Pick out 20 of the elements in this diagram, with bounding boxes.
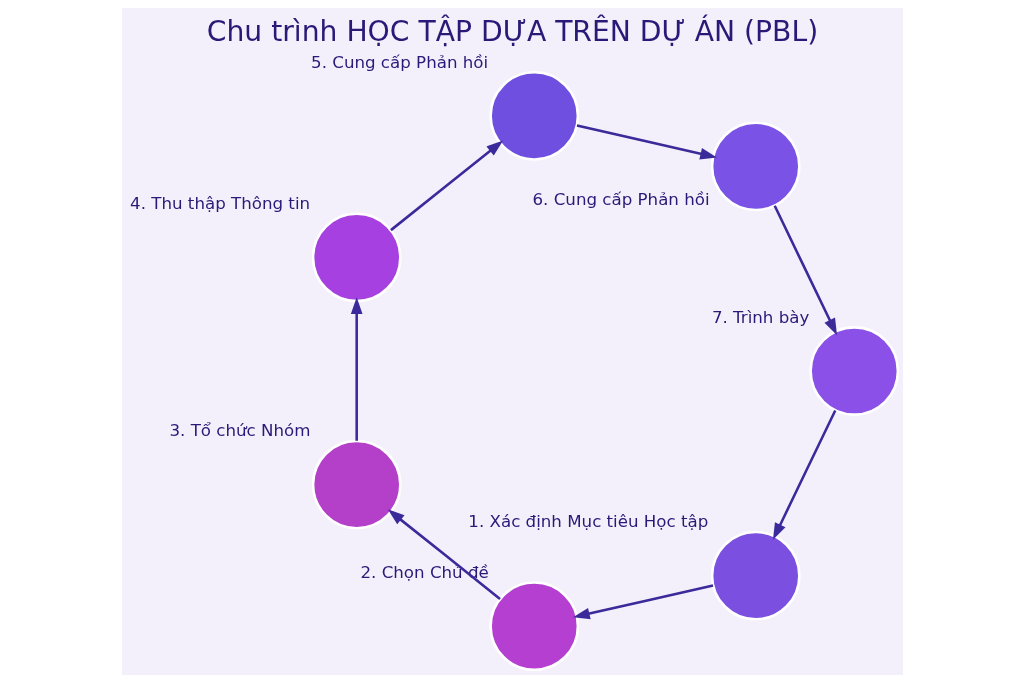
node-circle — [710, 530, 801, 621]
arrow — [387, 509, 501, 600]
arrow — [350, 297, 363, 441]
node-circle — [808, 326, 899, 416]
diagram-title: Chu trình HỌC TẬP DỰA TRÊN DỰ ÁN (PBL) — [206, 14, 818, 48]
arrow — [576, 124, 717, 160]
arrow — [389, 140, 503, 232]
arrow — [772, 409, 836, 540]
node-circle — [710, 121, 801, 212]
node-label: 3. Tổ chức Nhóm — [168, 421, 310, 441]
node-circle — [488, 70, 579, 161]
node-label: 1. Xác định Mục tiêu Học tập — [467, 512, 708, 532]
node-circle — [311, 212, 402, 303]
arrow — [572, 584, 713, 620]
node-label: 6. Cung cấp Phản hồi — [532, 190, 710, 210]
arrow — [773, 205, 837, 336]
node-label: 5. Cung cấp Phản hồi — [310, 52, 488, 72]
node-circle — [488, 581, 579, 672]
node-label: 4. Thu thập Thông tin — [129, 194, 310, 214]
node-label: 7. Trình bày — [711, 307, 809, 327]
